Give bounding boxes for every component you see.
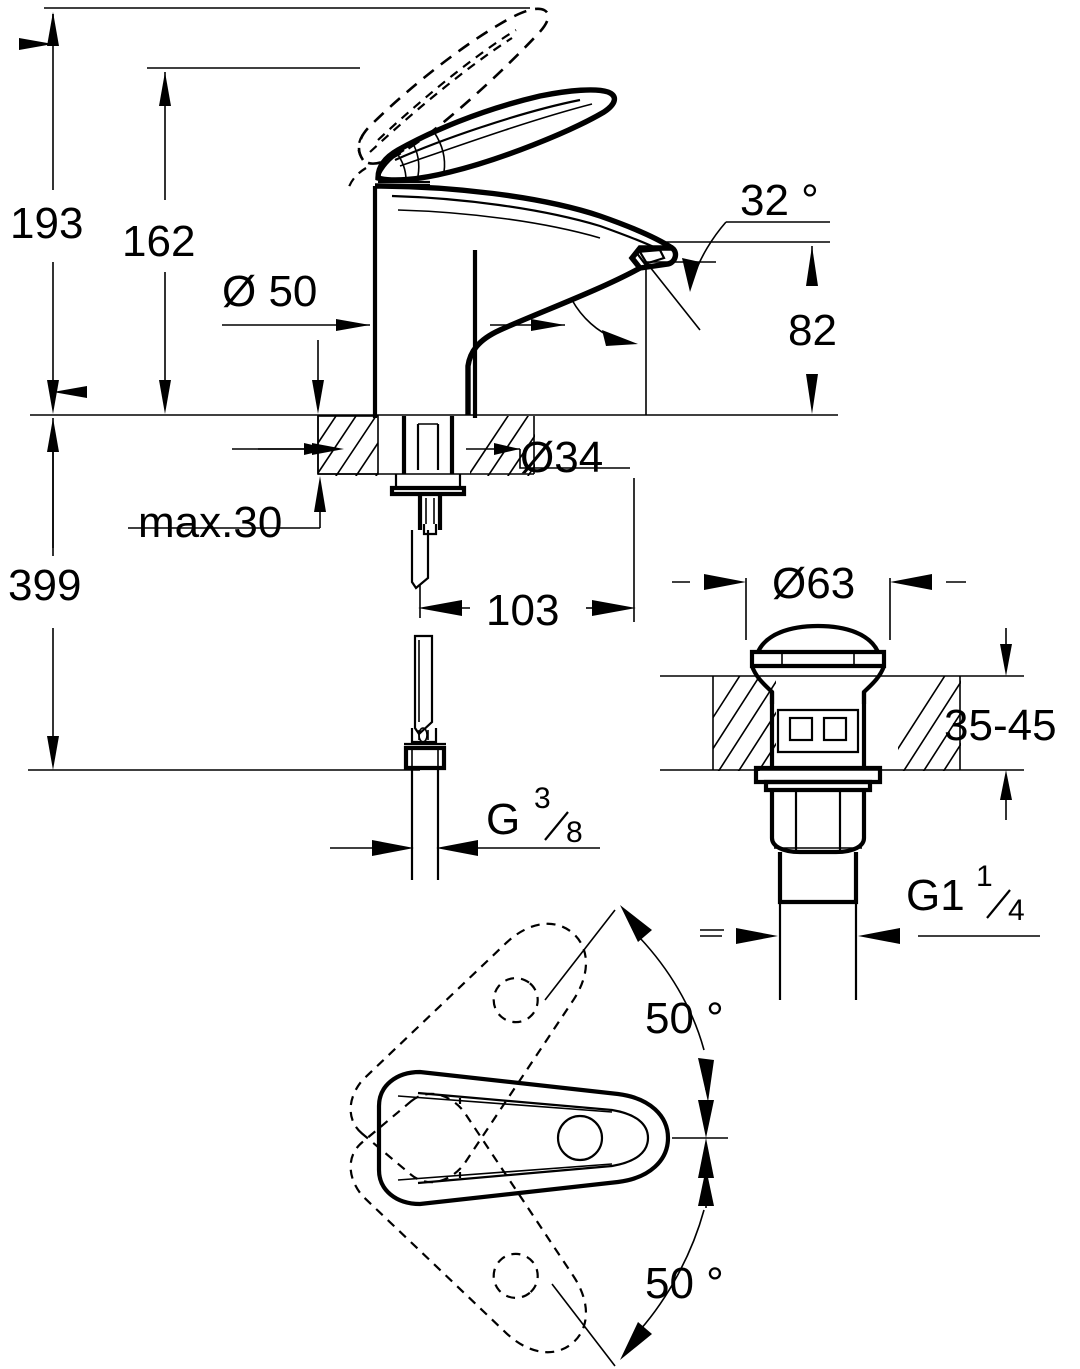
- waste-body: [749, 623, 887, 1000]
- dimension-thread-g114: G1 1 4: [700, 860, 1040, 944]
- dimension-diameter-50: Ø 50: [222, 267, 565, 414]
- label-dim-82: 82: [788, 306, 837, 355]
- lever-handle-down: [375, 87, 617, 189]
- dimension-103: 103: [418, 478, 636, 635]
- label-g38-numerator: 3: [534, 782, 551, 815]
- lever-handle-raised-phantom: [346, 7, 550, 191]
- label-dim-3545: 35-45: [944, 701, 1057, 750]
- lever-plan-view: [349, 922, 671, 1354]
- dimension-82: 82: [658, 241, 837, 414]
- label-g114-prefix: G1: [906, 871, 965, 920]
- label-dim-d50: Ø 50: [222, 267, 317, 316]
- label-dim-32deg: 32 °: [740, 176, 819, 225]
- dimension-angle-32: 32 °: [571, 176, 830, 415]
- dimension-thread-g38: G 3 8: [330, 782, 600, 856]
- dimension-35-45: 35-45: [944, 628, 1057, 820]
- label-g38-prefix: G: [486, 795, 520, 844]
- label-g38-denominator: 8: [566, 816, 583, 849]
- deck-section: [317, 415, 535, 476]
- label-dim-50deg-bottom: 50 °: [645, 1259, 724, 1308]
- label-dim-103: 103: [486, 586, 559, 635]
- dimension-162: 162: [122, 67, 360, 414]
- supply-hose-connector: [403, 634, 447, 880]
- faucet-body-elevation: [372, 183, 679, 418]
- label-dim-162: 162: [122, 217, 195, 266]
- label-dim-399: 399: [8, 561, 81, 610]
- label-dim-max30: max.30: [138, 498, 282, 547]
- waste-deck-section: [660, 675, 1024, 771]
- label-dim-50deg-top: 50 °: [645, 994, 724, 1043]
- dimension-diameter-34: Ø34: [258, 433, 630, 482]
- dimension-angle-50-bottom: 50 °: [551, 1137, 728, 1367]
- dimension-angle-50-top: 50 °: [544, 905, 724, 1138]
- label-dim-d63: Ø63: [772, 559, 855, 608]
- dimension-diameter-63: Ø63: [672, 559, 966, 640]
- label-g114-numerator: 1: [976, 860, 993, 893]
- dimension-193: 193: [10, 12, 87, 548]
- dimension-399: 399: [8, 452, 420, 771]
- label-dim-193: 193: [10, 199, 83, 248]
- label-g114-denominator: 4: [1008, 894, 1025, 927]
- mounting-shank-assembly: [389, 416, 467, 590]
- label-dim-d34: Ø34: [520, 433, 603, 482]
- dimension-max-30: max.30: [128, 443, 344, 547]
